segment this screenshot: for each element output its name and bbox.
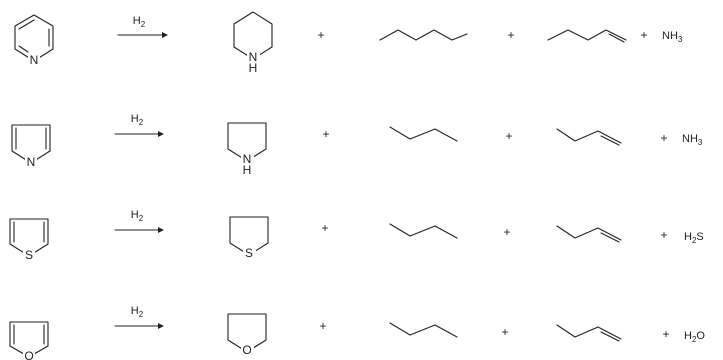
plus-sign: + bbox=[322, 127, 329, 141]
plus-sign: + bbox=[660, 131, 667, 145]
plus-sign: + bbox=[503, 225, 510, 239]
piperidine-structure: N H bbox=[233, 11, 273, 75]
furan-oxygen-label: O bbox=[24, 349, 33, 360]
byproduct-ammonia-2: NH3 bbox=[682, 133, 703, 147]
reagent-label-1: H2 bbox=[133, 15, 146, 29]
tetrahydrothiophene-sulfur-label: S bbox=[245, 246, 253, 260]
reagent-label-4: H2 bbox=[131, 305, 144, 319]
reaction-arrow-1: H2 bbox=[117, 15, 168, 38]
reaction-row-4: O H2 O + + + H2O bbox=[9, 305, 705, 360]
thiophene-sulfur-label: S bbox=[25, 248, 33, 262]
tetrahydrofuran-structure: O bbox=[227, 313, 267, 357]
plus-sign: + bbox=[662, 327, 669, 341]
plus-sign: + bbox=[505, 129, 512, 143]
pyrrolidine-structure: N H bbox=[227, 122, 267, 177]
pyrrole-nitrogen-label: N bbox=[27, 155, 36, 169]
reagent-label-3: H2 bbox=[131, 209, 144, 223]
pyridine-nitrogen-label: N bbox=[30, 53, 39, 67]
tetrahydrothiophene-structure: S bbox=[229, 216, 269, 260]
pyrrole-structure: N bbox=[11, 124, 51, 169]
pyrrolidine-hydrogen-label: H bbox=[243, 163, 252, 177]
byproduct-water: H2O bbox=[684, 330, 705, 344]
furan-structure: O bbox=[9, 321, 49, 360]
1-pentene-structure bbox=[547, 29, 627, 43]
plus-sign: + bbox=[507, 28, 514, 42]
thiophene-structure: S bbox=[9, 218, 49, 262]
butane-structure bbox=[389, 223, 458, 239]
piperidine-nitrogen-label: N bbox=[249, 50, 258, 64]
reaction-arrow-2: H2 bbox=[114, 113, 164, 137]
piperidine-hydrogen-label: H bbox=[249, 61, 258, 75]
pentane-structure bbox=[379, 29, 468, 41]
plus-sign: + bbox=[321, 221, 328, 235]
reaction-row-2: N H2 N H + + + NH3 bbox=[11, 113, 703, 177]
1-butene-structure bbox=[556, 225, 622, 243]
byproduct-hydrogen-sulfide: H2S bbox=[684, 231, 704, 245]
pyridine-structure: N bbox=[14, 14, 54, 67]
plus-sign: + bbox=[319, 319, 326, 333]
1-butene-structure bbox=[556, 324, 622, 342]
reaction-arrow-4: H2 bbox=[114, 305, 164, 329]
byproduct-ammonia-1: NH3 bbox=[662, 30, 683, 44]
plus-sign: + bbox=[640, 28, 647, 42]
butane-structure bbox=[389, 126, 458, 142]
tetrahydrofuran-oxygen-label: O bbox=[242, 343, 251, 357]
1-butene-structure bbox=[556, 128, 622, 146]
plus-sign: + bbox=[317, 28, 324, 42]
pyrrolidine-nitrogen-label: N bbox=[243, 152, 252, 166]
plus-sign: + bbox=[660, 228, 667, 242]
reaction-arrow-3: H2 bbox=[114, 209, 164, 233]
butane-structure bbox=[389, 322, 458, 338]
reaction-row-1: N H2 N H + + + NH3 bbox=[14, 11, 683, 75]
reagent-label-2: H2 bbox=[131, 113, 144, 127]
reaction-row-3: S H2 S + + + H2S bbox=[9, 209, 704, 262]
plus-sign: + bbox=[501, 325, 508, 339]
